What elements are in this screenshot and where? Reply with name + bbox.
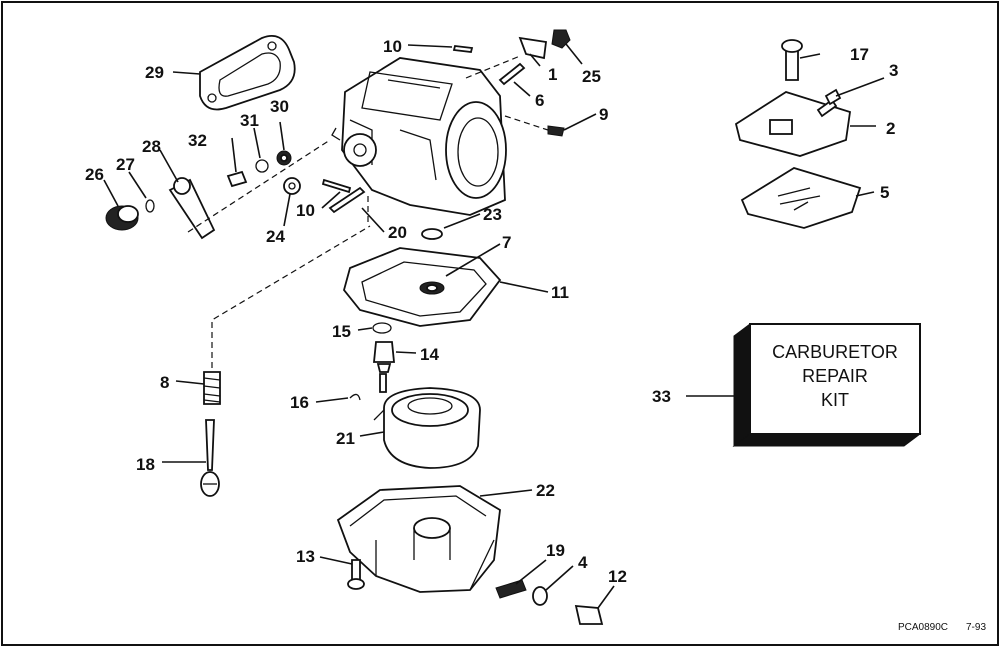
needle-seat-part-14 [373,341,395,393]
callout-21: 21 [336,429,355,448]
callout-6: 6 [535,91,544,110]
float-bowl-part-22 [336,485,501,593]
cover-part-2 [734,91,851,157]
callout-22: 22 [536,481,555,500]
callout-3: 3 [889,61,898,80]
lever-part-28 [168,177,216,240]
screw-part-20 [328,186,366,214]
callout-13: 13 [296,547,315,566]
callout-labels: 29 10 1 25 6 9 17 3 2 5 32 31 30 28 27 2… [85,37,898,586]
callout-14: 14 [420,345,439,364]
jet-part-19 [495,579,527,599]
flange-gasket-part-29 [199,34,296,111]
repair-kit-box-part-33: CARBURETOR REPAIR KIT [732,323,922,447]
callout-10-side: 10 [296,201,315,220]
callout-29: 29 [145,63,164,82]
callout-16: 16 [290,393,309,412]
kit-label-line-2: REPAIR [802,366,868,386]
callout-12: 12 [608,567,627,586]
clip-part-16 [349,393,361,401]
pin-part-10-side [321,178,352,194]
washer-part-4 [532,586,548,606]
callout-9: 9 [599,105,608,124]
plug-part-12 [574,604,604,625]
callout-11: 11 [551,283,569,302]
callout-7: 7 [502,233,511,252]
washer-part-24 [283,177,301,195]
callout-15: 15 [332,322,351,341]
cap-part-26 [105,205,139,231]
fitting-part-3 [824,88,842,106]
callout-26: 26 [85,165,104,184]
callout-20: 20 [388,223,407,242]
callout-31: 31 [240,111,259,130]
float-part-21 [373,387,481,469]
callout-23: 23 [483,205,502,224]
screw-part-13 [347,559,365,590]
callout-1: 1 [548,65,557,84]
gasket-part-5 [740,167,862,229]
kit-label-line-1: CARBURETOR [772,342,898,362]
callout-10-top: 10 [383,37,402,56]
callout-2: 2 [886,119,895,138]
spring-part-8 [203,371,221,405]
callout-24: 24 [266,227,285,246]
callout-33: 33 [652,387,671,406]
callout-28: 28 [142,137,161,156]
o-ring-part-27 [145,199,155,213]
screw-part-18 [200,419,220,497]
callout-27: 27 [116,155,135,174]
leader-lines [103,43,885,609]
screw-part-6 [498,62,526,86]
callout-4: 4 [578,553,588,572]
callout-18: 18 [136,455,155,474]
kit-label-line-3: KIT [821,390,849,410]
screw-part-17 [781,39,803,81]
callout-19: 19 [546,541,565,560]
washer-part-31 [255,159,269,173]
plug-part-23 [421,228,443,240]
screw-part-9 [547,125,565,137]
callout-5: 5 [880,183,889,202]
screw-part-32 [226,170,248,188]
gasket-part-11 [343,247,502,327]
callout-32: 32 [188,131,207,150]
callout-17: 17 [850,45,869,64]
lever-part-1 [518,36,548,60]
diagram-date: 7-93 [966,622,986,633]
callout-25: 25 [582,67,601,86]
washer-part-15 [372,322,392,334]
nut-part-30 [276,150,292,166]
callout-8: 8 [160,373,169,392]
callout-30: 30 [270,97,289,116]
carburetor-body [331,57,507,216]
diagram-code: PCA0890C [898,622,948,633]
pin-part-10-top [452,45,474,53]
